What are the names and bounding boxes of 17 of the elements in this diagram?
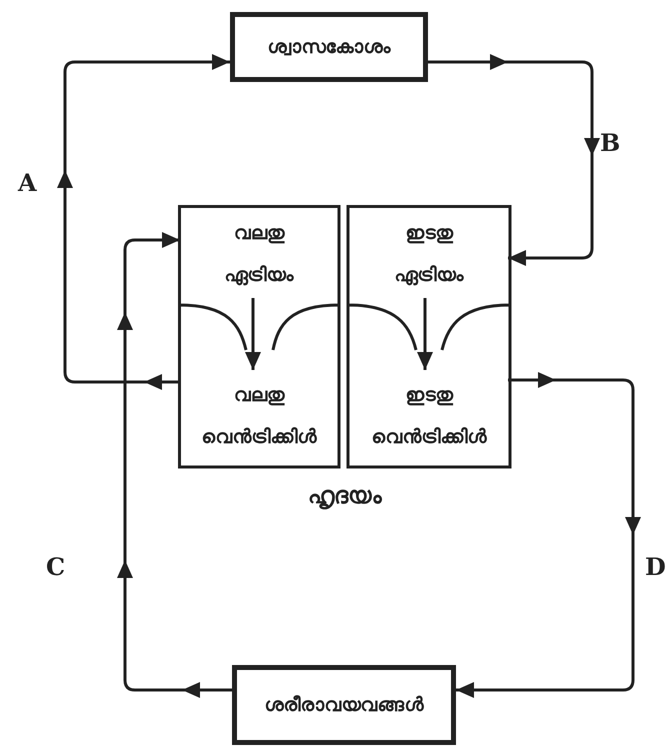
chamber-label: വലതു ഏട്രിയം <box>180 210 338 298</box>
edge-label: A <box>18 168 37 197</box>
arrow <box>245 298 261 370</box>
arrow <box>428 54 600 266</box>
chamber-label: ഇടതു ഏട്രിയം <box>350 210 508 298</box>
arrow <box>57 54 230 390</box>
arrow <box>417 298 433 370</box>
organ-box: ശരീരാവയവങ്ങൾ <box>232 665 456 745</box>
heart-label: ഹൃദയം <box>307 483 383 509</box>
arrow <box>456 372 641 698</box>
edge-label: B <box>600 128 620 157</box>
chamber-label: ഇടതു വെൻട്രിക്കിൾ <box>350 370 508 462</box>
arrow <box>117 232 232 698</box>
edge-label: C <box>46 552 66 581</box>
organ-box: ശ്വാസകോശം <box>230 12 428 82</box>
chamber-label: വലതു വെൻട്രിക്കിൾ <box>180 370 338 462</box>
edge-label: D <box>645 552 666 581</box>
